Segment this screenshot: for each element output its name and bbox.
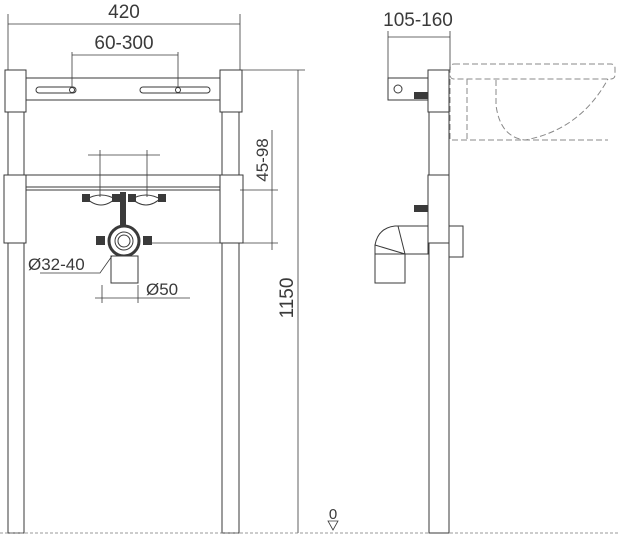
right-top-sleeve [219,69,243,113]
bracket-spacing-label: 60-300 [94,33,153,54]
left-mid-sleeve [3,174,27,244]
middle-rail [25,174,221,191]
left-slot [35,86,77,94]
right-mid-sleeve [219,174,244,244]
side-post [428,69,450,534]
wall-distance-label: 105-160 [383,10,453,31]
side-fitting [448,225,464,258]
pipe-clamps [82,192,166,245]
right-slot [139,86,211,94]
outlet-diameter-label: Ø50 [146,280,178,299]
floor-level-label: 0 [329,506,337,523]
frame-width-label: 420 [108,2,140,23]
side-view: 105-160 [374,10,616,534]
rail-offset-label: 45-98 [253,138,272,181]
drain-pipe [107,224,141,258]
left-top-sleeve [4,69,27,113]
outlet-pipe [110,255,139,284]
right-post [221,69,240,534]
floor-level-marker [327,520,339,531]
drain-diameter-label: Ø32-40 [28,255,85,274]
top-bracket [25,77,221,101]
left-post [7,69,25,534]
total-height-label: 1150 [277,278,298,319]
washbasin-outline [449,63,616,80]
